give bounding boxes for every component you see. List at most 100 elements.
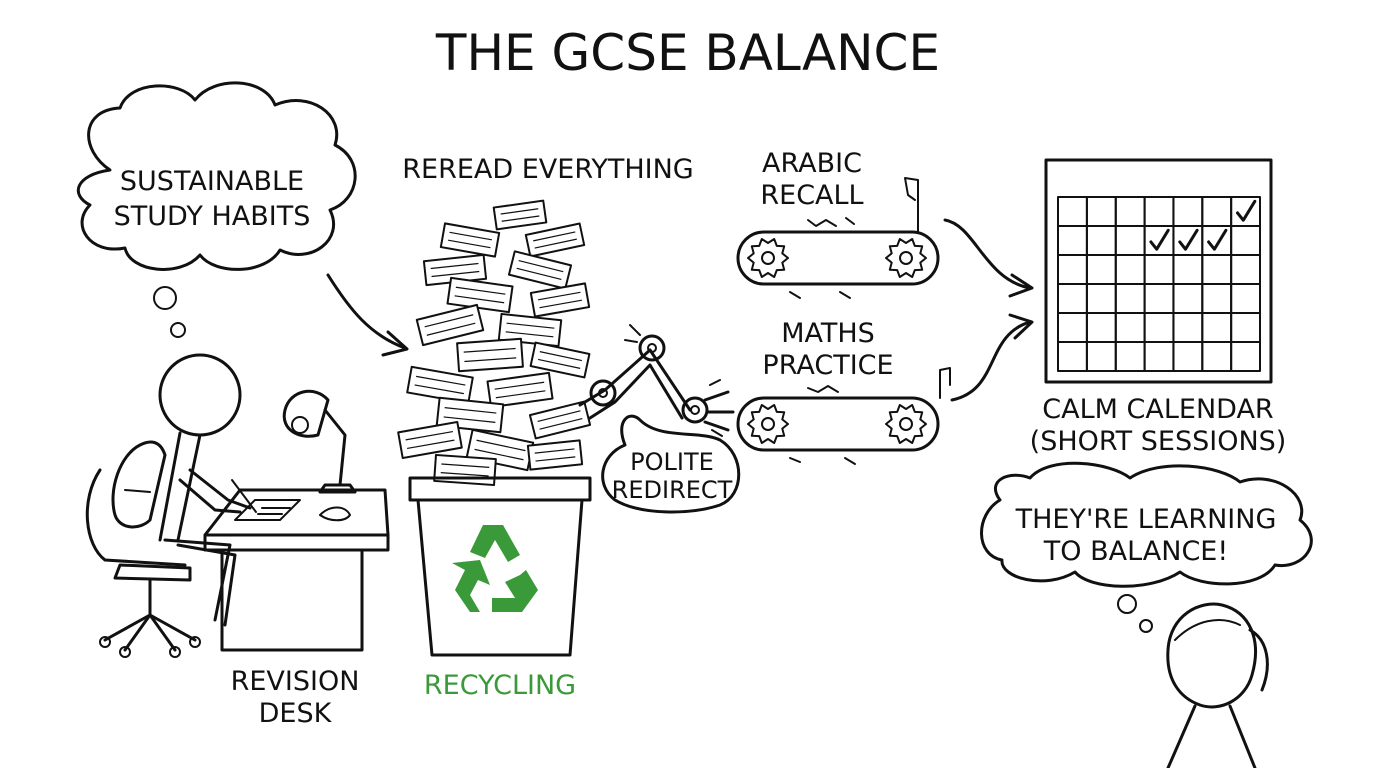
gear-icon [885, 404, 927, 444]
calendar-cell [1143, 312, 1175, 343]
paper-sheet [526, 439, 584, 471]
calendar-cell [1114, 225, 1146, 256]
desk-label-line2: DESK [259, 698, 333, 729]
paper-sheet [446, 276, 514, 314]
calendar-cell [1085, 312, 1117, 343]
paper-sheet [492, 199, 548, 231]
robot-arm [578, 324, 735, 437]
calendar-cell [1085, 196, 1117, 227]
conveyor-belt [736, 230, 940, 286]
paper-sheet [433, 453, 497, 487]
calendar-cell [1230, 312, 1261, 343]
thought-dot [153, 286, 177, 310]
gear-icon [885, 238, 927, 278]
reread-label: REREAD EVERYTHING [402, 154, 693, 185]
student-figure [85, 353, 257, 658]
check-mark-icon [1149, 228, 1170, 251]
paper-sheet [529, 282, 591, 318]
calendar-cell [1201, 312, 1233, 343]
recycling-label: RECYCLING [424, 670, 576, 701]
calendar-cell [1114, 283, 1146, 314]
calendar-cell [1085, 225, 1117, 256]
calendar-grid [1057, 196, 1261, 372]
conveyor-belt [736, 396, 940, 452]
calendar-cell [1114, 341, 1146, 372]
calendar-cell [1114, 312, 1146, 343]
calendar-cell [1085, 283, 1117, 314]
revision-desk: REVISION DESK [203, 389, 390, 729]
paper-sheet [397, 420, 463, 460]
redirect-text-line1: POLITE [630, 448, 714, 476]
thought-cloud-right: THEY'RE LEARNING TO BALANCE! [980, 461, 1313, 633]
calendar-cell [1172, 196, 1204, 227]
thought-right-line1: THEY'RE LEARNING [1015, 504, 1277, 535]
thought-cloud-left: SUSTAINABLE STUDY HABITS [77, 81, 357, 338]
calendar-cell [1172, 312, 1204, 343]
check-mark-icon [1178, 228, 1199, 251]
lamp-icon [282, 389, 330, 438]
redirect-speech-bubble: POLITE REDIRECT [601, 414, 741, 514]
check-mark-icon [1207, 228, 1228, 251]
paper-sheet [497, 312, 563, 348]
calendar-cell [1172, 341, 1204, 372]
thought-dot [1139, 619, 1153, 633]
parent-head [1166, 602, 1257, 709]
calendar-label-line1: CALM CALENDAR [1042, 394, 1273, 425]
page-title: THE GCSE BALANCE [435, 24, 940, 82]
calendar-cell [1057, 196, 1088, 227]
student-head [158, 353, 242, 437]
calendar-cell [1085, 254, 1117, 285]
parent-figure [1166, 602, 1269, 770]
arrows-to-calendar [943, 218, 1034, 402]
paper-sheet [415, 303, 485, 347]
paper-sheet [456, 337, 524, 373]
calendar-cell [1230, 254, 1261, 285]
calendar-cell [1057, 341, 1088, 372]
calendar-cell [1057, 254, 1088, 285]
check-mark-icon [1236, 199, 1257, 222]
calendar-cell [1085, 341, 1117, 372]
paper-sheet [439, 222, 501, 258]
calendar-cell [1230, 225, 1261, 256]
paper-sheet [528, 400, 592, 440]
calendar-cell [1057, 283, 1088, 314]
calendar-cell [1201, 341, 1233, 372]
calendar-cell [1057, 312, 1088, 343]
paper-sheet [507, 250, 573, 290]
calendar-cell [1172, 254, 1204, 285]
thought-right-line2: TO BALANCE! [1043, 536, 1228, 567]
calendar-label-line2: (SHORT SESSIONS) [1030, 426, 1287, 457]
thought-dot [1117, 594, 1137, 614]
gear-icon [747, 404, 789, 444]
paper-sheet [529, 341, 591, 379]
paper-sheet [524, 222, 586, 258]
desk-label-line1: REVISION [231, 666, 360, 697]
paper-sheet [406, 365, 474, 405]
calendar-cell [1114, 196, 1146, 227]
conveyor-arabic-recall: ARABIC RECALL [736, 148, 940, 299]
calm-calendar: CALM CALENDAR (SHORT SESSIONS) [1030, 158, 1287, 457]
backpack-icon [111, 440, 167, 529]
paper-sheet [486, 371, 554, 409]
conveyor-bottom-label-line2: PRACTICE [762, 350, 893, 381]
thought-dot [170, 322, 186, 338]
thought-text-line2: STUDY HABITS [114, 201, 311, 232]
conveyor-bottom-label-line1: MATHS [781, 318, 875, 349]
calendar-cell [1172, 283, 1204, 314]
calendar-cell [1143, 254, 1175, 285]
conveyor-top-label-line2: RECALL [760, 180, 863, 211]
calendar-cell [1201, 283, 1233, 314]
conveyor-maths-practice: MATHS PRACTICE [736, 318, 951, 465]
arrow-to-pile [326, 273, 409, 357]
calendar-cell [1057, 225, 1088, 256]
calendar-cell [1143, 341, 1175, 372]
recycle-icon [452, 525, 538, 612]
thought-text-line1: SUSTAINABLE [120, 166, 304, 197]
paper-pile [397, 199, 592, 487]
recycling-bin: RECYCLING [408, 476, 592, 701]
calendar-cell [1143, 196, 1175, 227]
calendar-cell [1201, 254, 1233, 285]
calendar-cell [1114, 254, 1146, 285]
